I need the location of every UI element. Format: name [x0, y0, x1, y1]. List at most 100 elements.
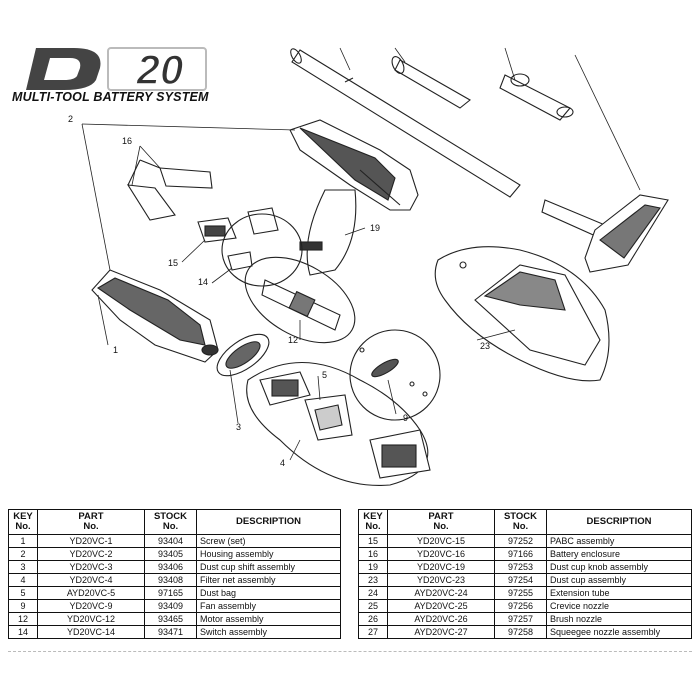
cell-key: 5	[8, 586, 38, 600]
fan-assembly-9	[359, 347, 428, 397]
header-description: DESCRIPTION	[546, 509, 692, 535]
brush-nozzle	[499, 73, 574, 121]
cell-part: YD20VC-23	[387, 573, 495, 587]
battery-enclosure-16	[126, 159, 213, 221]
cell-key: 1	[8, 534, 38, 548]
cell-description: Dust bag	[196, 586, 341, 600]
dust-cup-shift-3	[216, 333, 270, 377]
dust-cup-knob-19	[299, 189, 357, 276]
cell-key: 27	[358, 625, 388, 639]
extension-tube	[290, 48, 521, 198]
cell-part: YD20VC-12	[37, 612, 145, 626]
cell-description: Filter net assembly	[196, 573, 341, 587]
cell-part: YD20VC-14	[37, 625, 145, 639]
cell-part: YD20VC-2	[37, 547, 145, 561]
callout-labels: 2 16 15 14 1 12 19 5 9 3 4 23	[68, 114, 490, 468]
cell-description: Dust cup assembly	[546, 573, 692, 587]
cell-stock: 97256	[494, 599, 547, 613]
exploded-view: 2 16 15 14 1 12 19 5 9 3 4 23	[68, 47, 669, 487]
cell-description: Battery enclosure	[546, 547, 692, 561]
cell-key: 26	[358, 612, 388, 626]
callout-12: 12	[288, 335, 298, 345]
switch-group-outline	[221, 213, 303, 287]
callout-9: 9	[403, 413, 408, 423]
cell-part: YD20VC-19	[387, 560, 495, 574]
cell-stock: 93471	[144, 625, 197, 639]
callout-14: 14	[198, 277, 208, 287]
cell-stock: 97254	[494, 573, 547, 587]
cell-stock: 97253	[494, 560, 547, 574]
cell-description: Crevice nozzle	[546, 599, 692, 613]
cell-key: 23	[358, 573, 388, 587]
switch-assembly-14	[227, 251, 253, 271]
housing-half-1	[91, 269, 219, 363]
cell-part: YD20VC-16	[387, 547, 495, 561]
switch-upper	[247, 207, 279, 235]
cell-key: 25	[358, 599, 388, 613]
motor-assembly-12	[261, 279, 341, 331]
cell-key: 15	[358, 534, 388, 548]
cell-stock: 97255	[494, 586, 547, 600]
cell-stock: 97165	[144, 586, 197, 600]
callout-23: 23	[480, 341, 490, 351]
filter-net-4	[259, 371, 311, 406]
cell-description: Housing assembly	[196, 547, 341, 561]
header-description: DESCRIPTION	[196, 509, 341, 535]
cell-key: 2	[8, 547, 38, 561]
callout-3: 3	[236, 422, 241, 432]
cell-stock: 97257	[494, 612, 547, 626]
cell-part: YD20VC-1	[37, 534, 145, 548]
cell-key: 4	[8, 573, 38, 587]
cell-part: AYD20VC-27	[387, 625, 495, 639]
cell-description: Motor assembly	[196, 612, 341, 626]
cell-stock: 93404	[144, 534, 197, 548]
cell-part: YD20VC-3	[37, 560, 145, 574]
cell-stock: 97252	[494, 534, 547, 548]
filter-net-lower	[369, 429, 431, 479]
housing-assembly-2	[289, 119, 419, 211]
cell-stock: 93408	[144, 573, 197, 587]
dust-cup-assembly-23	[459, 261, 601, 366]
cell-description: Screw (set)	[196, 534, 341, 548]
crevice-nozzle	[391, 56, 471, 109]
pabc-assembly-15	[197, 217, 237, 243]
cell-key: 12	[8, 612, 38, 626]
cell-stock: 97258	[494, 625, 547, 639]
cell-key: 3	[8, 560, 38, 574]
logo-20-mark: 20	[107, 45, 207, 94]
cell-description: Switch assembly	[196, 625, 341, 639]
cell-part: AYD20VC-24	[387, 586, 495, 600]
cell-stock: 93409	[144, 599, 197, 613]
cell-key: 19	[358, 560, 388, 574]
leader-lines-top	[339, 47, 641, 191]
dust-cup-region-outline	[434, 246, 610, 382]
cell-key: 9	[8, 599, 38, 613]
callout-1: 1	[113, 345, 118, 355]
cell-part: YD20VC-4	[37, 573, 145, 587]
logo-tagline: MULTI-TOOL BATTERY SYSTEM	[12, 90, 209, 104]
callout-15: 15	[168, 258, 178, 268]
